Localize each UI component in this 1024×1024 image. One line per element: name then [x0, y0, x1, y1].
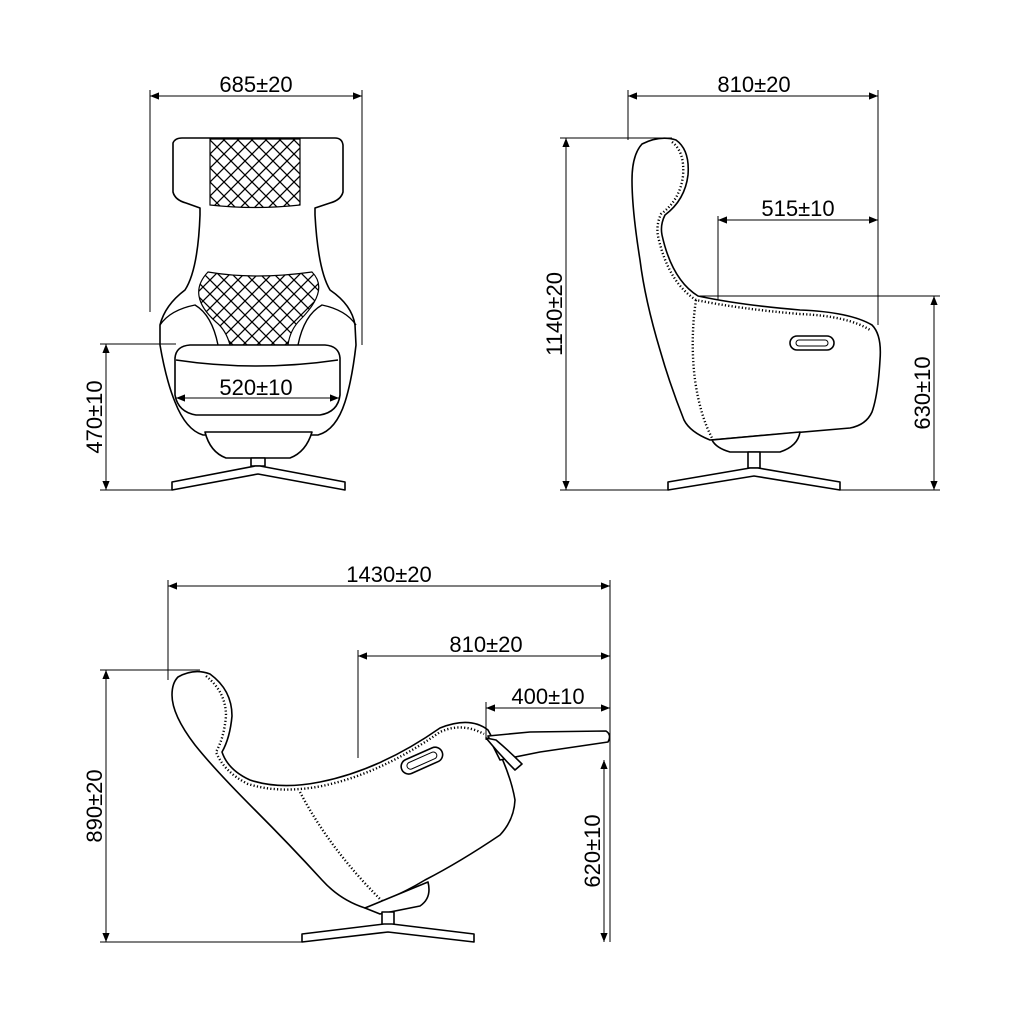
- reclined-height-label: 890±20: [82, 769, 107, 842]
- reclined-body-length-label: 810±20: [449, 632, 522, 657]
- side-arm-height-label: 630±10: [910, 356, 935, 429]
- front-chair-outline: [159, 137, 357, 491]
- side-seat-depth-label: 515±10: [761, 196, 834, 221]
- side-depth-label: 810±20: [717, 72, 790, 97]
- reclined-chair-outline: [171, 670, 611, 943]
- front-seat-height-label: 470±10: [82, 380, 107, 453]
- side-view: 810±20 515±10 1140±20 630±10: [542, 72, 940, 491]
- side-height-label: 1140±20: [542, 272, 567, 356]
- reclined-footrest-length-label: 400±10: [511, 684, 584, 709]
- reclined-length-label: 1430±20: [346, 562, 432, 587]
- reclined-view: 1430±20 810±20 400±10 890±20 620±10: [82, 562, 611, 943]
- front-view: 685±20 520±10 470±10: [82, 72, 363, 491]
- front-seat-width-label: 520±10: [219, 375, 292, 400]
- front-width-label: 685±20: [219, 72, 292, 97]
- reclined-footrest-height-label: 620±10: [580, 814, 605, 887]
- side-chair-outline: [631, 137, 882, 491]
